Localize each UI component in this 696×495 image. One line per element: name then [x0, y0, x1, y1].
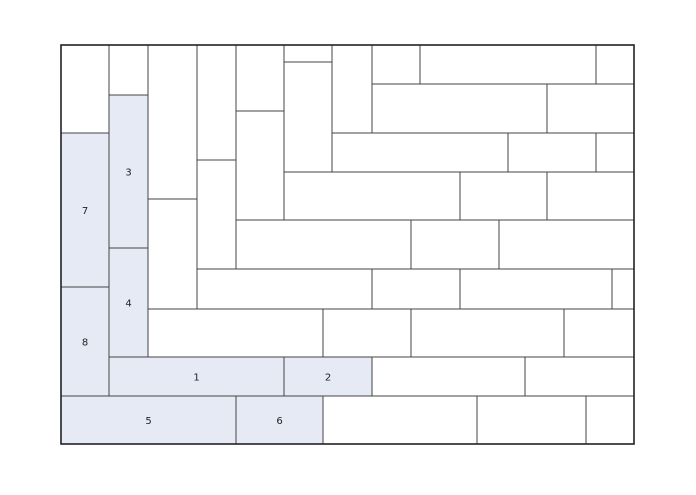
plain-cell [283, 44, 333, 63]
plain-cell [459, 268, 613, 310]
plain-cell [476, 395, 587, 445]
piece-3-label: 3 [125, 168, 131, 179]
plain-cell [331, 44, 373, 134]
plain-cell [60, 44, 110, 134]
outer-frame [60, 44, 635, 445]
plain-cell [147, 308, 324, 358]
plain-cell [371, 356, 526, 397]
plain-cell [283, 61, 333, 173]
plain-cell [507, 132, 597, 173]
plain-cell [546, 83, 635, 134]
piece-7-label: 7 [82, 206, 88, 217]
plain-cell [595, 132, 635, 173]
plain-cell [595, 44, 635, 85]
plain-cell [147, 44, 198, 200]
plain-cell [546, 171, 635, 221]
plain-cell [331, 132, 509, 173]
highlighted-piece-7 [60, 132, 110, 288]
plain-cell [410, 219, 500, 270]
plain-cell [235, 110, 285, 221]
plain-cell [371, 83, 548, 134]
piece-8-label: 8 [82, 338, 88, 349]
plain-cell [371, 268, 461, 310]
plain-cell [196, 44, 237, 161]
highlighted-piece-6 [235, 395, 324, 445]
plain-cell [563, 308, 635, 358]
plain-cell [108, 44, 149, 96]
piece-4-label: 4 [125, 299, 131, 310]
highlighted-piece-2 [283, 356, 373, 397]
plain-cell [410, 308, 565, 358]
highlighted-piece-8 [60, 286, 110, 397]
plain-cell [524, 356, 635, 397]
piece-5-label: 5 [145, 416, 151, 427]
plain-cell [196, 268, 373, 310]
plain-cell [235, 44, 285, 112]
plain-cell [147, 198, 198, 310]
plain-cell [322, 308, 412, 358]
plain-cell [371, 44, 421, 85]
piece-1-label: 1 [193, 373, 199, 384]
plain-cell [235, 219, 412, 270]
piece-6-label: 6 [276, 416, 282, 427]
highlighted-piece-3 [108, 94, 149, 249]
plain-cell [459, 171, 548, 221]
plain-cell [322, 395, 478, 445]
plain-cell [283, 171, 461, 221]
plain-cell [419, 44, 597, 85]
plain-cell [498, 219, 635, 270]
plain-cell [611, 268, 635, 310]
plain-cell [585, 395, 635, 445]
plain-cell [196, 159, 237, 270]
piece-2-label: 2 [325, 373, 331, 384]
